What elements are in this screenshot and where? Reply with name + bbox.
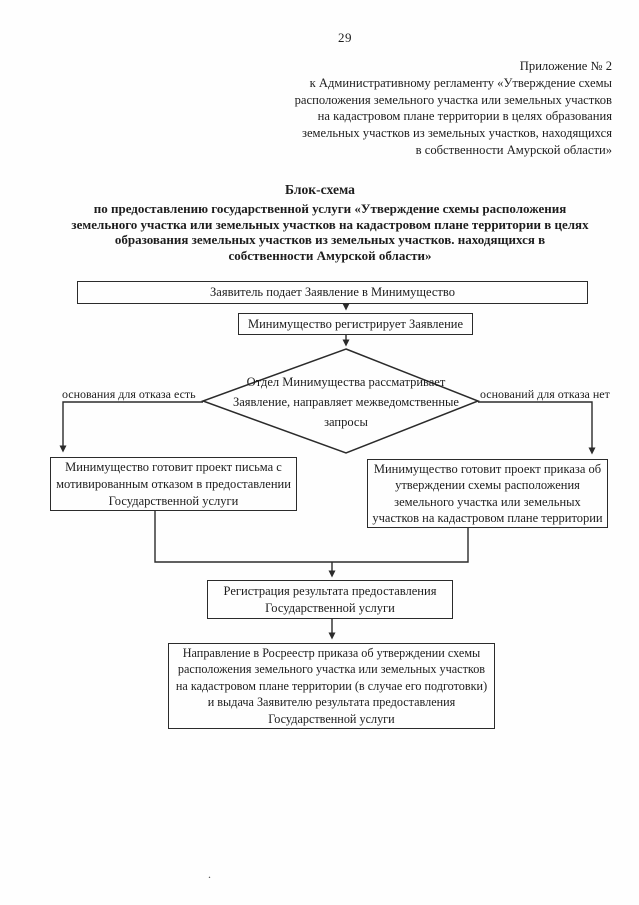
arrow-branch-no-refusal-icon <box>478 401 596 455</box>
flowchart-box-register: Минимущество регистрирует Заявление <box>238 313 473 335</box>
branch-label-refusal: основания для отказа есть <box>62 387 196 401</box>
merge-connector-line <box>154 511 469 563</box>
page-number: 29 <box>338 30 352 45</box>
branch-label-no-refusal: оснований для отказа нет <box>480 387 610 401</box>
decision-diamond-shape <box>200 348 481 454</box>
arrow-branch-refusal-icon <box>59 401 203 453</box>
page-title: Блок-схема <box>285 182 355 197</box>
stray-dot: . <box>208 867 211 881</box>
page-subtitle: по предоставлению государственной услуги… <box>71 201 589 264</box>
flowchart-box-submit: Заявитель подает Заявление в Минимуществ… <box>77 281 588 304</box>
flowchart-box-send-rosreestr: Направление в Росреестр приказа об утвер… <box>168 643 495 729</box>
